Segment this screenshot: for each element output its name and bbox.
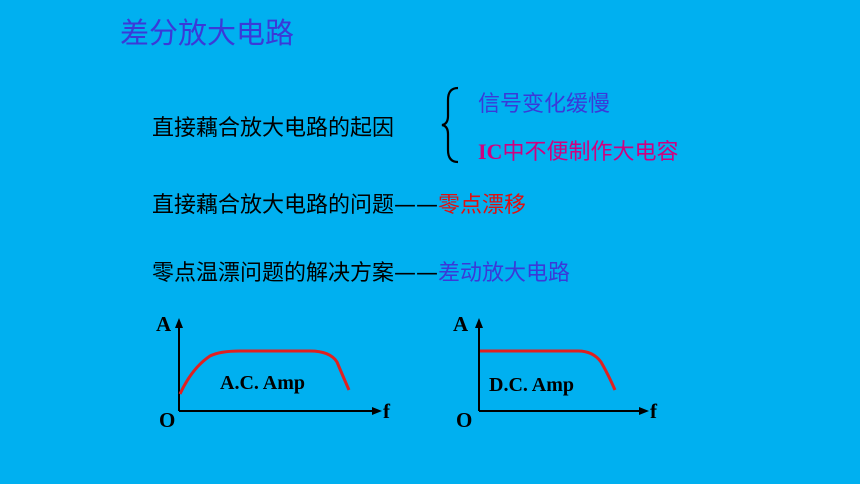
ic-text: IC中不便制作大电容 <box>478 139 679 165</box>
problem-value: 零点漂移 <box>438 193 527 218</box>
brace-icon <box>441 86 459 164</box>
cause-label: 直接藕合放大电路的起因 <box>152 116 395 141</box>
ac-y-label: A <box>156 312 172 336</box>
dc-amp-caption: D.C. Amp <box>489 374 575 396</box>
dc-amp-graph <box>475 318 649 415</box>
x-axis-arrow-icon <box>372 407 382 415</box>
ic-abbrev: IC <box>478 139 503 164</box>
cause-item-capacitor: IC中不便制作大电容 <box>478 134 678 166</box>
solution-row: 零点温漂问题的解决方案——差动放大电路 <box>152 255 570 287</box>
y-axis-arrow-icon <box>475 318 483 328</box>
capacitor-text: 中不便制作大电容 <box>502 140 679 165</box>
slide-title: 差分放大电路 <box>120 16 295 50</box>
dc-y-label: A <box>453 312 469 336</box>
ac-origin-label: O <box>159 408 176 432</box>
solution-label: 零点温漂问题的解决方案—— <box>152 261 439 286</box>
dc-response-curve <box>480 349 617 391</box>
solution-value: 差动放大电路 <box>438 261 571 286</box>
problem-row: 直接藕合放大电路的问题——零点漂移 <box>152 187 526 219</box>
ac-amp-graph <box>175 318 382 415</box>
problem-label: 直接藕合放大电路的问题—— <box>152 193 439 218</box>
x-axis-arrow-icon <box>639 407 649 415</box>
y-axis-arrow-icon <box>175 318 183 328</box>
dc-x-label: f <box>650 399 657 423</box>
cause-item-slow-signal: 信号变化缓慢 <box>478 92 611 117</box>
ac-response-curve <box>178 349 351 395</box>
dc-origin-label: O <box>456 408 473 432</box>
ac-amp-caption: A.C. Amp <box>220 372 306 394</box>
ac-x-label: f <box>383 399 390 423</box>
